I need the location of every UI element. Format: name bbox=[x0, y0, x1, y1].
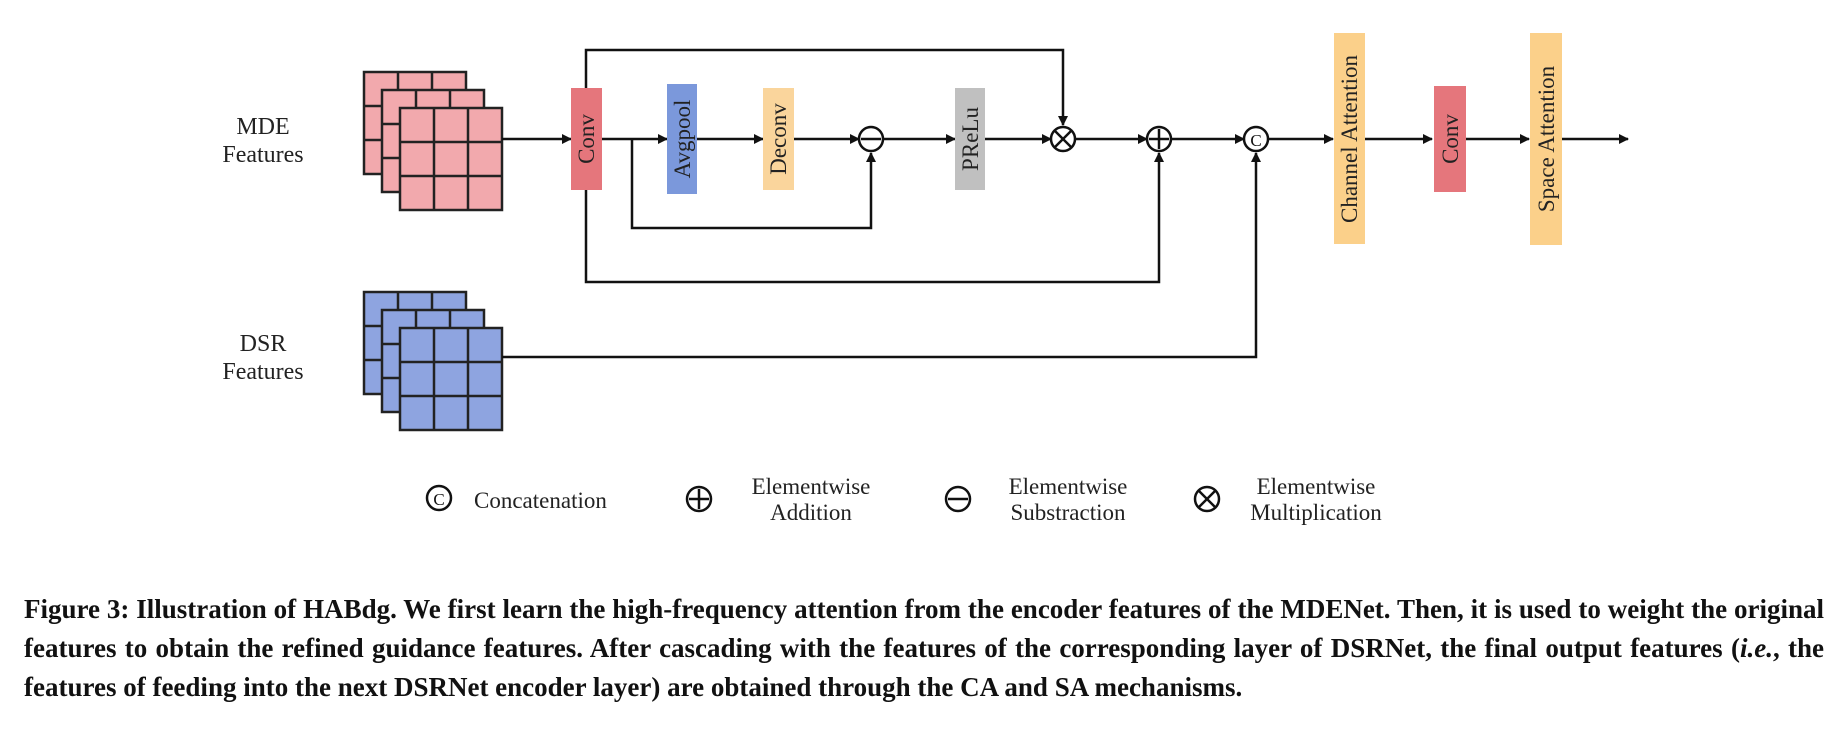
deconv-block: Deconv bbox=[763, 88, 794, 190]
legend-mul-line1: Elementwise bbox=[1257, 474, 1376, 499]
svg-text:Conv: Conv bbox=[574, 114, 599, 164]
legend: C Concatenation Elementwise Addition Ele… bbox=[425, 474, 1382, 525]
legend-concat-icon: C bbox=[425, 484, 453, 512]
legend-add-line2: Addition bbox=[770, 500, 852, 525]
svg-text:Avgpool: Avgpool bbox=[670, 100, 695, 179]
avgpool-block: Avgpool bbox=[667, 84, 697, 194]
mde-label-line2: Features bbox=[222, 142, 303, 168]
edge-skip-add bbox=[584, 152, 1164, 284]
svg-text:Channel Attention: Channel Attention bbox=[1337, 55, 1362, 224]
edge-skip-multiply bbox=[584, 48, 1068, 126]
edge-skip-subtract bbox=[630, 139, 876, 230]
conv-block-1: Conv bbox=[571, 88, 602, 190]
figure-caption: Figure 3: Illustration of HABdg. We firs… bbox=[24, 590, 1824, 707]
legend-sub-line2: Substraction bbox=[1011, 500, 1126, 525]
caption-part2: , the features of feeding into the next … bbox=[24, 633, 1824, 702]
legend-sub-line1: Elementwise bbox=[1009, 474, 1128, 499]
subtract-operator bbox=[857, 125, 885, 153]
legend-mul-line2: Multiplication bbox=[1250, 500, 1382, 525]
dsr-features-stack bbox=[362, 290, 504, 432]
multiply-operator bbox=[1049, 125, 1077, 153]
mde-features-stack bbox=[362, 70, 504, 212]
add-operator bbox=[1145, 125, 1173, 153]
conv-block-2: Conv bbox=[1434, 86, 1466, 192]
dsr-label-line1: DSR bbox=[240, 331, 287, 357]
legend-multiply-icon bbox=[1193, 485, 1221, 513]
connections bbox=[502, 48, 1629, 359]
legend-add-line1: Elementwise bbox=[752, 474, 871, 499]
svg-text:Conv: Conv bbox=[1438, 114, 1463, 164]
svg-text:PReLu: PReLu bbox=[958, 107, 983, 171]
mde-label-line1: MDE bbox=[236, 114, 289, 140]
legend-subtract-icon bbox=[944, 485, 972, 513]
concat-operator: C bbox=[1242, 125, 1270, 153]
caption-part1: Figure 3: Illustration of HABdg. We firs… bbox=[24, 594, 1824, 663]
svg-text:C: C bbox=[1250, 131, 1261, 150]
dsr-grid-front bbox=[398, 326, 504, 432]
dsr-label-line2: Features bbox=[222, 359, 303, 385]
svg-text:C: C bbox=[433, 490, 444, 509]
prelu-block: PReLu bbox=[955, 88, 985, 190]
svg-text:Space Attention: Space Attention bbox=[1534, 65, 1559, 212]
mde-grid-front bbox=[398, 106, 504, 212]
legend-add-icon bbox=[685, 485, 713, 513]
space-attention-block: Space Attention bbox=[1530, 33, 1562, 245]
caption-ie: i.e. bbox=[1739, 633, 1773, 663]
svg-text:Deconv: Deconv bbox=[766, 103, 791, 175]
edge-dsr-concat bbox=[502, 152, 1261, 359]
legend-concat-label: Concatenation bbox=[474, 488, 607, 513]
channel-attention-block: Channel Attention bbox=[1334, 33, 1365, 244]
